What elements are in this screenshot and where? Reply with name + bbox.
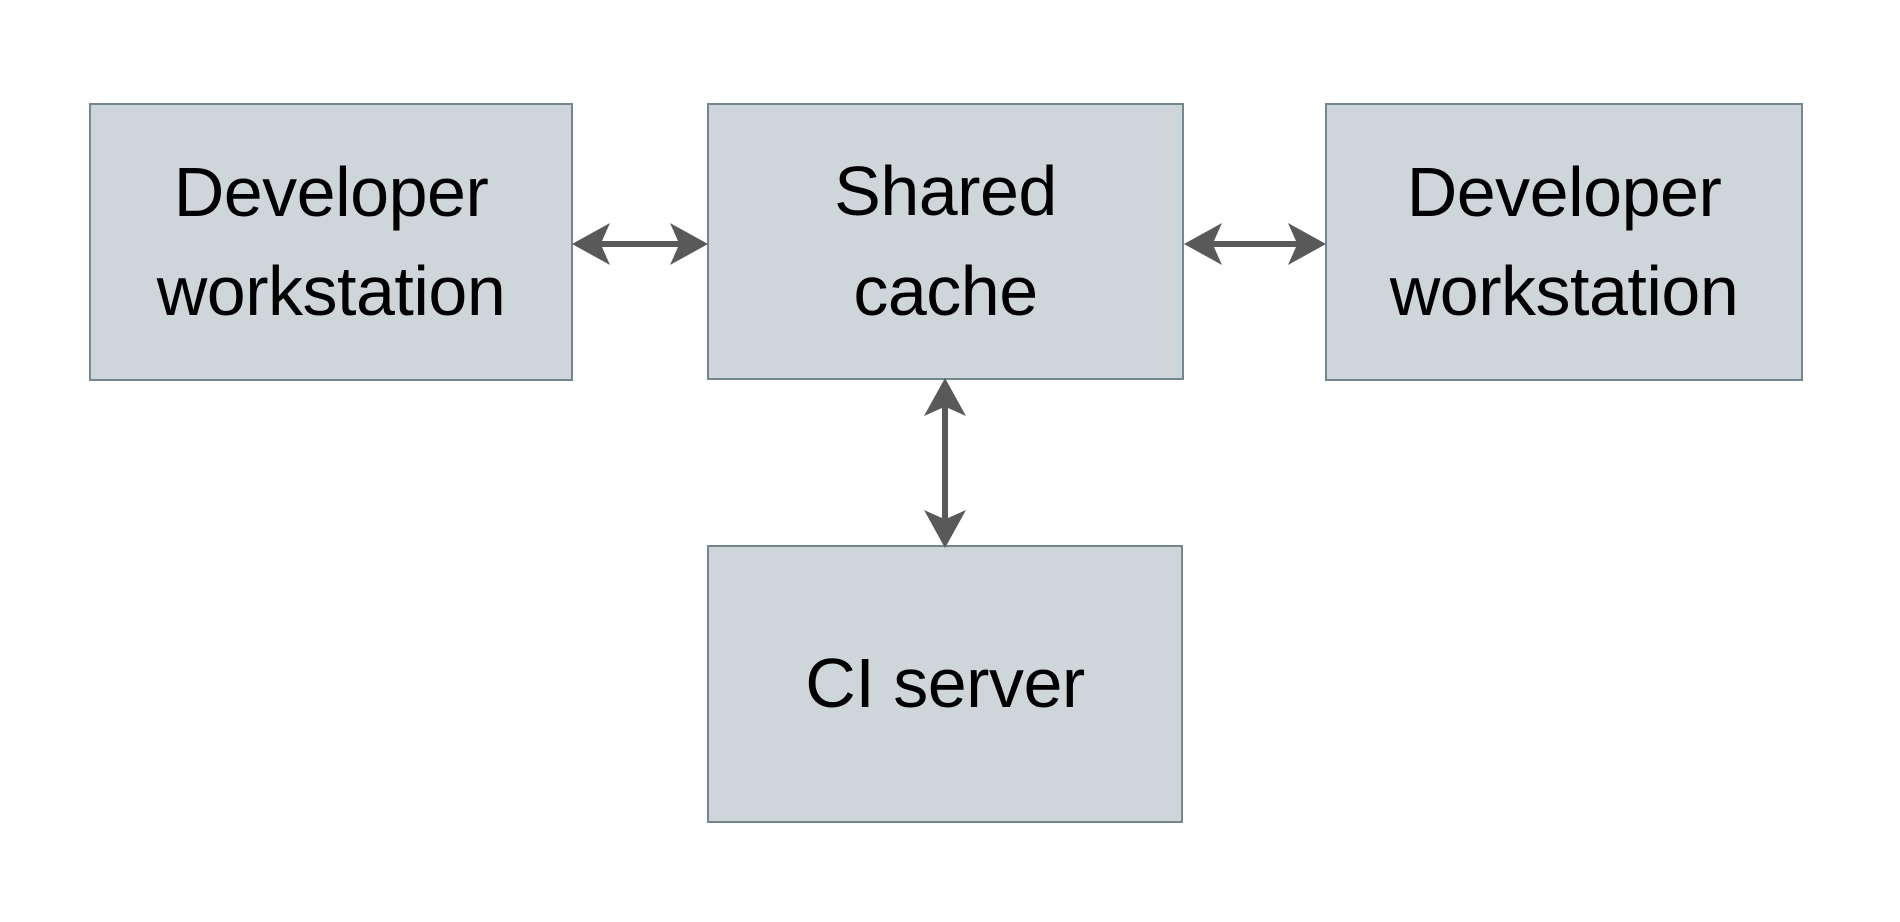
node-ci-server[interactable]: CI server (707, 545, 1183, 823)
arrow-shape (924, 378, 966, 548)
node-developer-workstation-right[interactable]: Developer workstation (1325, 103, 1803, 381)
double-arrow-icon-shared-cache-to-developer-right (1178, 215, 1332, 273)
node-developer-workstation-left[interactable]: Developer workstation (89, 103, 573, 381)
double-arrow-icon-developer-left-to-shared-cache (566, 215, 714, 273)
double-arrow-icon-shared-cache-to-ci-server (916, 374, 974, 552)
arrow-shape (572, 223, 708, 265)
node-shared-cache[interactable]: Shared cache (707, 103, 1184, 380)
arrow-shape (1184, 223, 1326, 265)
node-label: Shared cache (834, 152, 1057, 330)
node-label: Developer workstation (156, 152, 506, 330)
node-label: CI server (805, 644, 1085, 723)
node-label: Developer workstation (1389, 152, 1739, 330)
